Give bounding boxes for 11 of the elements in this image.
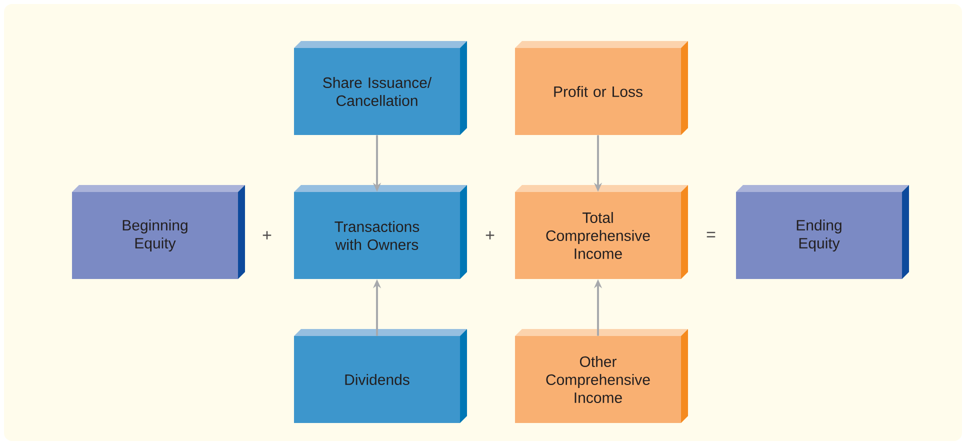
operator-sign: = [706,232,716,238]
process-box: Profit or Loss [515,41,688,135]
process-box: Share Issuance/ Cancellation [294,41,467,135]
process-box: Transactions with Owners [294,185,467,279]
operator-sign: + [486,231,494,240]
process-box: Total Comprehensive Income [515,185,688,279]
process-box: Dividends [294,329,467,423]
operator-sign: + [262,231,272,240]
process-box: Beginning Equity [72,185,245,279]
process-box: Ending Equity [736,185,909,279]
process-box: Other Comprehensive Income [515,329,688,423]
